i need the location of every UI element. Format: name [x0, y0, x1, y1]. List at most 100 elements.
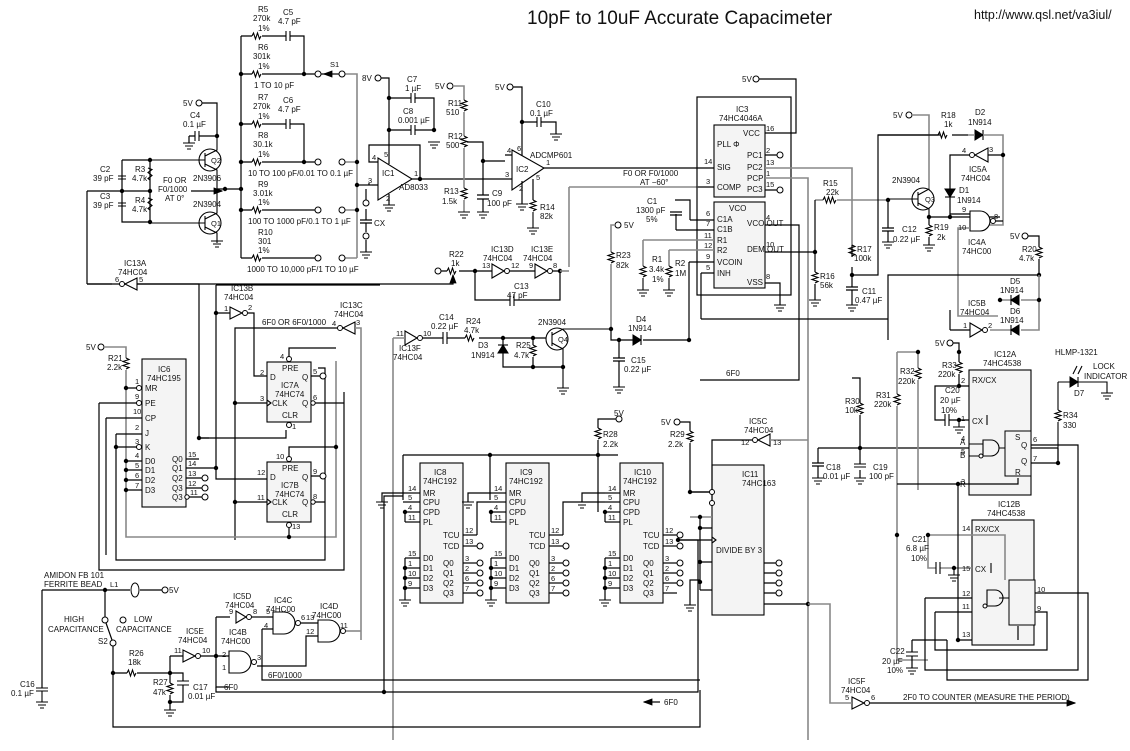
svg-text:Q: Q [302, 373, 308, 382]
svg-text:5: 5 [961, 447, 965, 456]
svg-text:PRE: PRE [282, 364, 298, 373]
svg-text:C1A: C1A [717, 215, 733, 224]
pin-name: CPD [623, 508, 640, 517]
svg-text:CLK: CLK [272, 498, 288, 507]
pin-name: PL [623, 518, 633, 527]
svg-text:R: R [1015, 468, 1021, 477]
svg-text:2: 2 [766, 146, 770, 155]
svg-text:A: A [960, 438, 966, 447]
svg-text:39 pF: 39 pF [93, 174, 114, 183]
svg-text:12: 12 [962, 589, 970, 598]
pin-number: 1 [408, 559, 412, 568]
svg-text:R5: R5 [258, 5, 269, 14]
svg-text:F0 OR: F0 OR [163, 176, 187, 185]
svg-text:IC4B: IC4B [229, 628, 247, 637]
pin-number: 7 [551, 584, 555, 593]
svg-text:Q: Q [302, 473, 308, 482]
pin-name: TCU [529, 531, 546, 540]
svg-text:Q1: Q1 [172, 464, 183, 473]
svg-text:IC4D: IC4D [320, 602, 338, 611]
svg-text:5: 5 [135, 461, 139, 470]
pin-number: 12 [465, 526, 473, 535]
ic3-vco-block [713, 201, 766, 289]
pin-number: 12 [665, 526, 673, 535]
svg-text:10: 10 [276, 452, 284, 461]
svg-text:220k: 220k [898, 377, 916, 386]
source-url[interactable]: http://www.qsl.net/va3iul/ [974, 8, 1112, 22]
svg-text:5V: 5V [1010, 232, 1020, 241]
svg-text:DEM OUT: DEM OUT [747, 245, 784, 254]
counter-ic10: IC1074HC192MR14CPU5CPD4PL11D015D11D210D3… [576, 462, 684, 607]
svg-text:74HC195: 74HC195 [147, 374, 181, 383]
pin-name: Q1 [443, 569, 454, 578]
chip-label: IC9 [520, 468, 533, 477]
svg-text:Q: Q [1021, 457, 1027, 466]
svg-text:74HC04: 74HC04 [225, 601, 255, 610]
pin-name: D1 [423, 564, 434, 573]
pin-number: 3 [665, 554, 669, 563]
svg-text:5V: 5V [86, 343, 96, 352]
pin-name: CPD [423, 508, 440, 517]
page-title: 10pF to 10uF Accurate Capacimeter [527, 8, 833, 29]
svg-text:R16: R16 [820, 272, 835, 281]
svg-text:C9: C9 [492, 189, 503, 198]
pin-number: 12 [551, 526, 559, 535]
pin-name: CPU [623, 498, 640, 507]
svg-text:PLL Φ: PLL Φ [717, 140, 740, 149]
svg-text:PC1: PC1 [747, 151, 763, 160]
pin-name: D2 [423, 574, 434, 583]
chip-type: 74HC192 [509, 477, 543, 486]
svg-text:2: 2 [248, 303, 252, 312]
svg-text:1: 1 [222, 663, 226, 672]
svg-text:82k: 82k [616, 261, 630, 270]
pin-name: TCU [643, 531, 660, 540]
svg-text:13: 13 [306, 613, 314, 622]
pin-name: Q1 [529, 569, 540, 578]
svg-text:FERRITE BEAD: FERRITE BEAD [44, 580, 102, 589]
pin-name: PL [509, 518, 519, 527]
svg-text:0.001 µF: 0.001 µF [398, 116, 430, 125]
svg-text:6: 6 [313, 393, 317, 402]
pin-number: 1 [608, 559, 612, 568]
svg-text:R2: R2 [717, 246, 728, 255]
svg-text:IC13B: IC13B [231, 284, 253, 293]
svg-text:3: 3 [505, 170, 509, 179]
svg-text:Q3: Q3 [172, 484, 183, 493]
svg-text:2N3906: 2N3906 [193, 174, 222, 183]
svg-text:R1: R1 [717, 236, 728, 245]
svg-text:2: 2 [135, 423, 139, 432]
svg-text:C16: C16 [20, 680, 35, 689]
svg-text:1%: 1% [652, 275, 664, 284]
svg-text:B: B [960, 451, 965, 460]
svg-text:C15: C15 [631, 356, 646, 365]
svg-text:R26: R26 [129, 649, 144, 658]
pin-number: 9 [408, 579, 412, 588]
pin-name: D3 [509, 584, 520, 593]
svg-text:S2: S2 [98, 637, 108, 646]
svg-text:6.8 µF: 6.8 µF [906, 544, 929, 553]
svg-text:IC5E: IC5E [186, 627, 204, 636]
switch-s1-label: S1 [330, 60, 339, 69]
chip-type: 74HC192 [423, 477, 457, 486]
svg-text:4.7 pF: 4.7 pF [278, 17, 301, 26]
svg-text:C12: C12 [902, 225, 917, 234]
svg-text:100k: 100k [854, 254, 872, 263]
svg-text:D5: D5 [1010, 277, 1021, 286]
svg-text:D7: D7 [1074, 389, 1085, 398]
svg-text:4: 4 [135, 451, 139, 460]
svg-text:220k: 220k [938, 370, 956, 379]
svg-text:C11: C11 [862, 287, 877, 296]
svg-text:C1B: C1B [717, 225, 733, 234]
pin-number: 10 [608, 569, 616, 578]
range-label: 1 TO 10 pF [254, 81, 294, 90]
pin-name: TCD [529, 542, 546, 551]
svg-text:C22: C22 [890, 647, 905, 656]
pin-number: 14 [408, 484, 416, 493]
driver-stage: 5V C4 0.1 µF Q2 2N3906 Q1 2N3904 F0 OR F… [87, 99, 241, 248]
pin-number: 7 [465, 584, 469, 593]
pin-number: 5 [494, 493, 498, 502]
svg-text:J: J [145, 429, 149, 438]
monostables: C18 0.01 µF C19 100 pF R30 10k R31 220k … [812, 339, 1127, 681]
